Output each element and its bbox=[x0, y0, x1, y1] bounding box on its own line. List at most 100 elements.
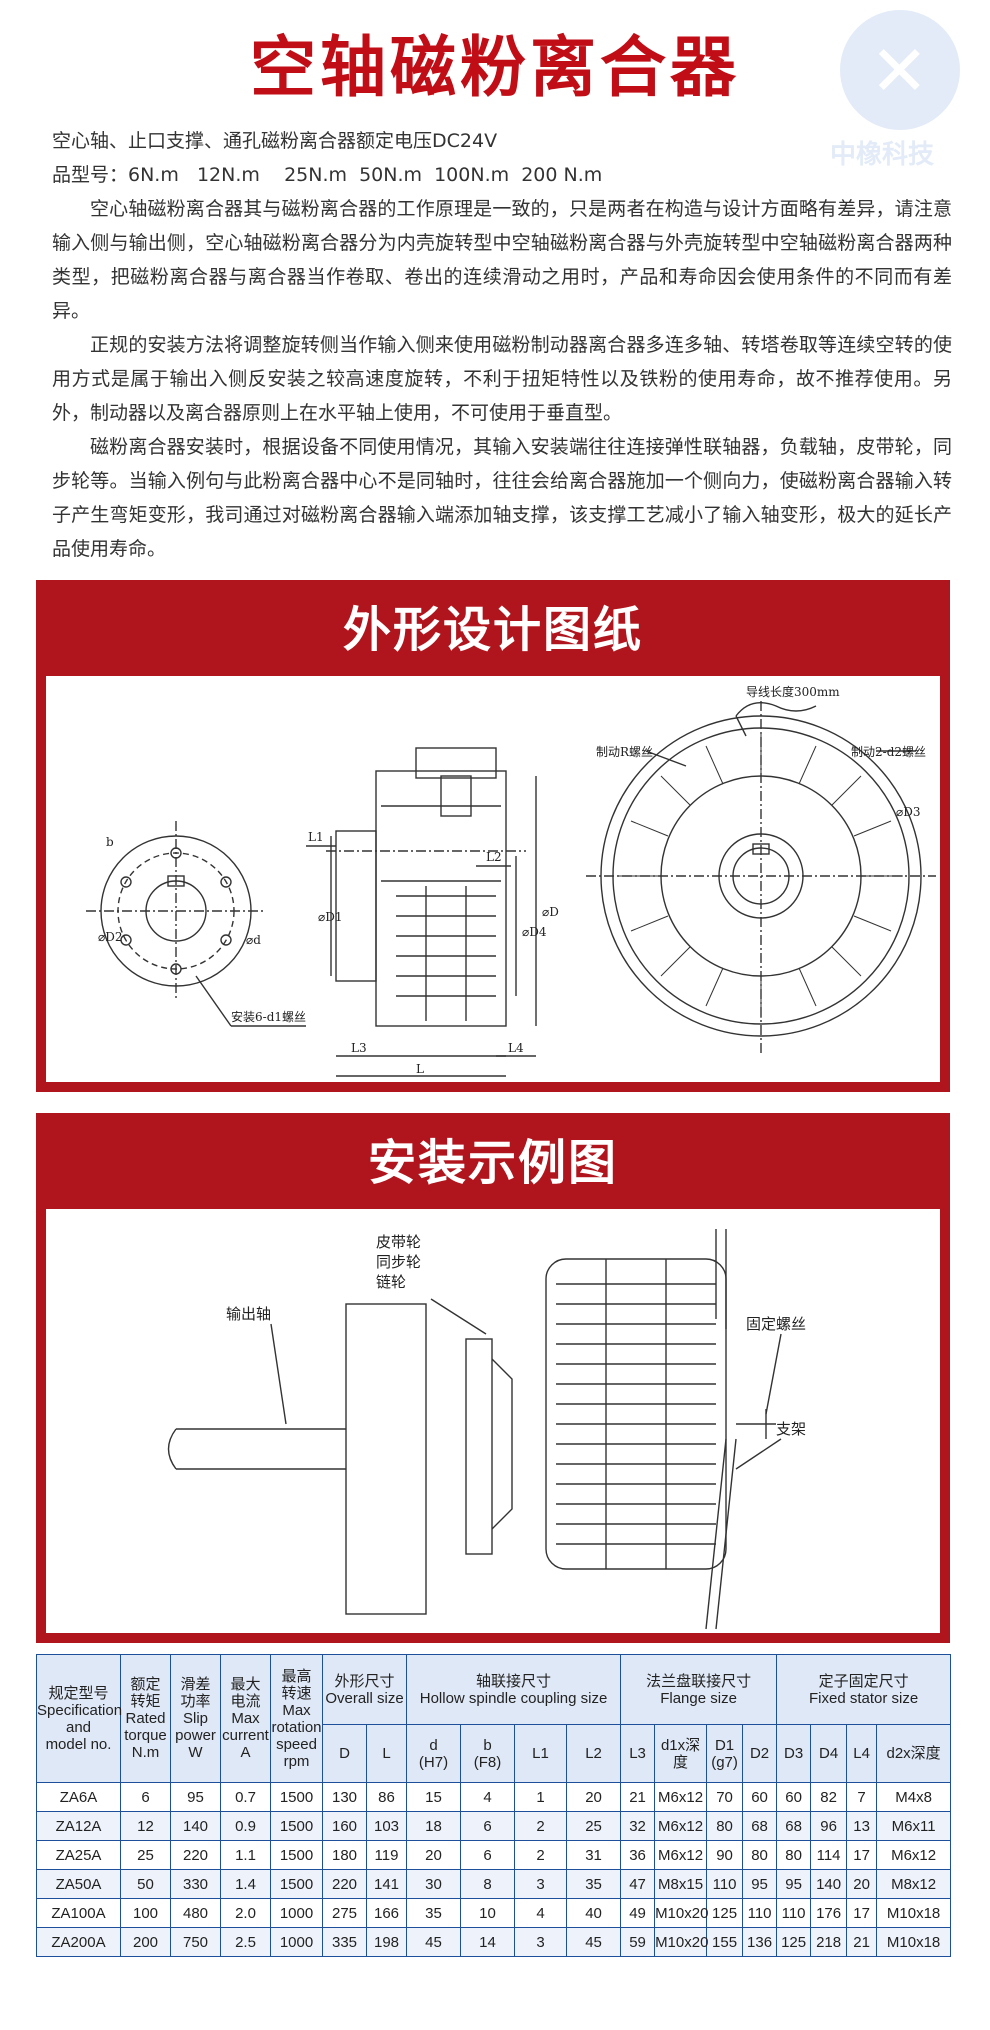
table-cell: 30 bbox=[406, 1869, 462, 1899]
table-cell: 35 bbox=[406, 1898, 462, 1928]
header-line: Max bbox=[282, 1701, 311, 1719]
table-cell: 2 bbox=[514, 1811, 568, 1841]
table-cell: 20 bbox=[406, 1840, 462, 1870]
table-cell: 166 bbox=[365, 1898, 408, 1928]
model-cell: ZA6A bbox=[36, 1782, 121, 1812]
header-line: (F8) bbox=[473, 1753, 502, 1771]
table-cell: 750 bbox=[170, 1927, 221, 1957]
table-cell: 1500 bbox=[270, 1869, 323, 1899]
table-cell: 110 bbox=[776, 1898, 812, 1928]
label-L: L bbox=[416, 1062, 424, 1076]
header-line: Fixed stator size bbox=[808, 1689, 919, 1707]
header-line: Max bbox=[231, 1710, 260, 1727]
intro-paragraph: 空心轴磁粉离合器其与磁粉离合器的工作原理是一致的，只是两者在构造与设计方面略有差… bbox=[52, 198, 952, 322]
table-cell: 14 bbox=[460, 1927, 516, 1957]
table-cell: 21 bbox=[620, 1782, 656, 1812]
table-cell: 6 bbox=[460, 1840, 516, 1870]
header-line: Flange size bbox=[660, 1689, 737, 1707]
header-d1: d1x深度 bbox=[654, 1724, 708, 1783]
label-belt-pulley: 皮带轮 bbox=[376, 1233, 421, 1251]
header-line: rotation bbox=[271, 1718, 322, 1736]
install-section: 安装示例图 bbox=[36, 1113, 950, 1643]
label-L4: L4 bbox=[508, 1041, 524, 1055]
table-cell: 70 bbox=[706, 1782, 744, 1812]
table-cell: 0.7 bbox=[220, 1782, 271, 1812]
header-d: d(H7) bbox=[406, 1724, 462, 1783]
table-cell: 140 bbox=[170, 1811, 221, 1841]
header-line: Rated bbox=[125, 1710, 166, 1727]
table-cell: 60 bbox=[776, 1782, 812, 1812]
table-cell: 45 bbox=[406, 1927, 462, 1957]
header-line: 轴联接尺寸 bbox=[476, 1672, 552, 1690]
table-cell: M10x20 bbox=[654, 1898, 708, 1928]
header-line: d bbox=[429, 1736, 438, 1754]
table-cell: 20 bbox=[566, 1782, 622, 1812]
label-output-shaft: 输出轴 bbox=[226, 1305, 271, 1323]
table-cell: 0.9 bbox=[220, 1811, 271, 1841]
intro-text: 空心轴、止口支撑、通孔磁粉离合器额定电压DC24V 品型号：6N.m 12N.m… bbox=[52, 124, 952, 566]
table-cell: 218 bbox=[810, 1927, 848, 1957]
table-cell: 80 bbox=[742, 1840, 778, 1870]
header-line: 定子固定尺寸 bbox=[818, 1672, 909, 1690]
table-cell: 480 bbox=[170, 1898, 221, 1928]
model-cell: ZA25A bbox=[36, 1840, 121, 1870]
table-cell: 68 bbox=[742, 1811, 778, 1841]
table-cell: 82 bbox=[810, 1782, 848, 1812]
table-cell: 8 bbox=[460, 1869, 516, 1899]
intro-paragraph: 正规的安装方法将调整旋转侧当作输入侧来使用磁粉制动器离合器多连多轴、转塔卷取等连… bbox=[52, 334, 952, 424]
label-D2: ⌀D2 bbox=[98, 930, 122, 944]
table-cell: 3 bbox=[514, 1927, 568, 1957]
table-cell: 155 bbox=[706, 1927, 744, 1957]
table-cell: 49 bbox=[620, 1898, 656, 1928]
header-line: Overall size bbox=[325, 1689, 404, 1707]
header-D1: D1(g7) bbox=[706, 1724, 744, 1783]
intro-line-voltage: 空心轴、止口支撑、通孔磁粉离合器额定电压DC24V bbox=[52, 130, 498, 152]
table-cell: 198 bbox=[365, 1927, 408, 1957]
table-cell: 45 bbox=[566, 1927, 622, 1957]
table-cell: 7 bbox=[846, 1782, 878, 1812]
install-drawing: 皮带轮 同步轮 链轮 输出轴 固定螺丝 支架 bbox=[167, 1229, 806, 1630]
header-line: A bbox=[240, 1744, 251, 1761]
table-cell: 335 bbox=[322, 1927, 367, 1957]
table-cell: 96 bbox=[810, 1811, 848, 1841]
table-cell: 330 bbox=[170, 1869, 221, 1899]
header-line: (H7) bbox=[418, 1753, 449, 1771]
table-cell: M6x12 bbox=[654, 1782, 708, 1812]
header-L2: L2 bbox=[566, 1724, 622, 1783]
table-cell: 50 bbox=[120, 1869, 171, 1899]
header-line: Slip bbox=[182, 1710, 208, 1727]
table-cell: 141 bbox=[365, 1869, 408, 1899]
table-cell: 47 bbox=[620, 1869, 656, 1899]
table-cell: M4x8 bbox=[876, 1782, 952, 1812]
table-cell: 1500 bbox=[270, 1840, 323, 1870]
label-D3: ⌀D3 bbox=[896, 805, 920, 819]
header-D: D bbox=[322, 1724, 367, 1783]
table-cell: M8x12 bbox=[876, 1869, 952, 1899]
table-cell: 40 bbox=[566, 1898, 622, 1928]
header-line: 最大 bbox=[230, 1676, 261, 1693]
table-cell: 95 bbox=[170, 1782, 221, 1812]
table-cell: 2.5 bbox=[220, 1927, 271, 1957]
table-cell: 130 bbox=[322, 1782, 367, 1812]
header-line: 转矩 bbox=[130, 1693, 161, 1710]
table-cell: 15 bbox=[406, 1782, 462, 1812]
table-cell: 1500 bbox=[270, 1811, 323, 1841]
install-section-title: 安装示例图 bbox=[367, 1135, 618, 1191]
table-cell: M6x12 bbox=[654, 1811, 708, 1841]
header-line: 电流 bbox=[230, 1693, 261, 1710]
label-brake-d2: 制动2-d2螺丝 bbox=[851, 745, 926, 759]
table-cell: 95 bbox=[742, 1869, 778, 1899]
label-L1: L1 bbox=[308, 830, 324, 844]
table-cell: 13 bbox=[846, 1811, 878, 1841]
header-line: 规定型号 bbox=[48, 1684, 109, 1702]
drawing-canvas: b ⌀D2 ⌀d 安装6-d1螺丝 L1 L2 ⌀D1 ⌀D4 ⌀D L3 L … bbox=[46, 676, 940, 1082]
header-line: 法兰盘联接尺寸 bbox=[646, 1672, 752, 1690]
label-sprocket: 链轮 bbox=[376, 1273, 406, 1291]
